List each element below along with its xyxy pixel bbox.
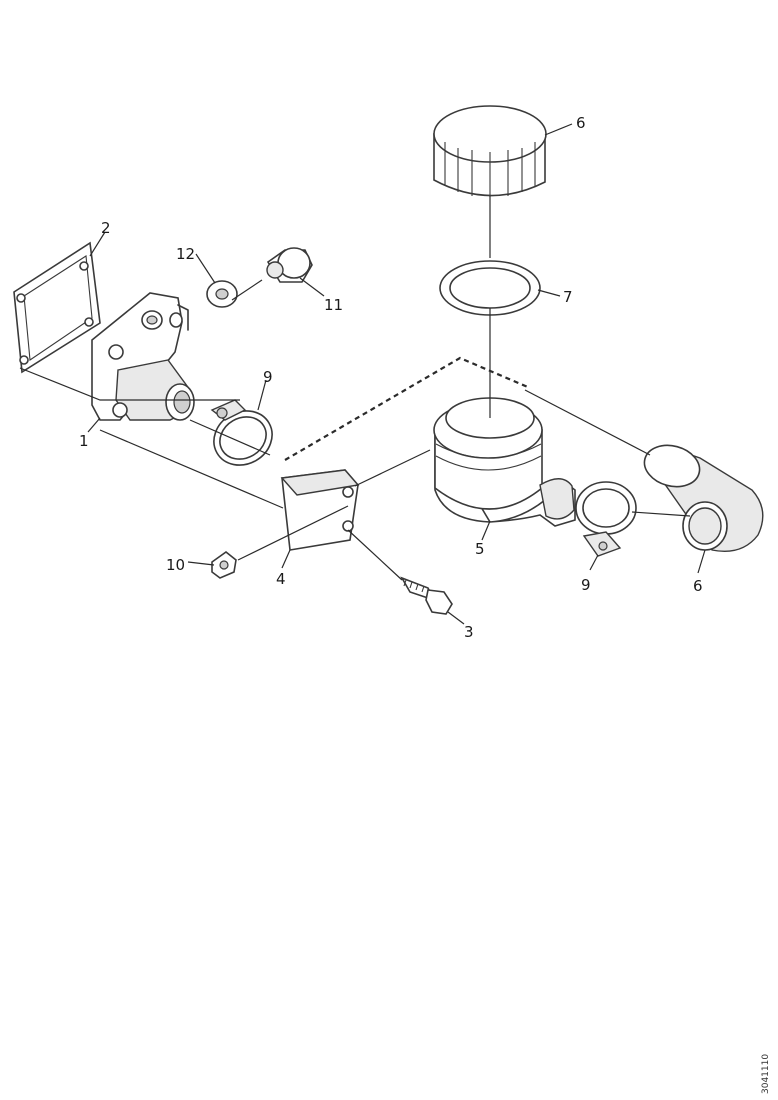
callout-label: 3 — [464, 623, 474, 641]
callout-label: 9 — [581, 576, 591, 594]
callout-label: 2 — [101, 219, 111, 237]
part-plug — [266, 247, 313, 283]
part-gasket — [13, 241, 101, 374]
part-reservoir-body — [433, 397, 576, 527]
callout-label: 5 — [475, 540, 485, 558]
callout-label: 12 — [176, 245, 195, 263]
callout-label: 10 — [166, 556, 185, 574]
callout-label: 4 — [276, 570, 286, 588]
callout-label: 6 — [576, 114, 586, 132]
callout-label: 6 — [693, 577, 703, 595]
part-housing — [91, 292, 195, 421]
callout-labels: 1 2 3 4 5 6 6 7 9 9 10 11 12 — [79, 114, 703, 641]
part-seal-ring — [439, 260, 541, 316]
part-hose-right — [643, 444, 764, 553]
part-bracket — [280, 469, 360, 551]
document-reference: 3041110 — [761, 1054, 771, 1094]
callout-label: 11 — [324, 296, 343, 314]
part-bolt-small — [211, 550, 237, 579]
callout-label: 7 — [563, 288, 573, 306]
part-reservoir-cap — [433, 105, 547, 197]
callout-label: 1 — [79, 432, 89, 450]
part-hose-clamp-lower — [575, 481, 637, 557]
assembly-lines — [19, 196, 691, 581]
callout-leaders — [87, 123, 706, 625]
part-screw — [400, 576, 453, 615]
callout-label: 9 — [263, 368, 273, 386]
part-washer — [206, 280, 238, 308]
part-hose-clamp-upper — [210, 399, 273, 466]
